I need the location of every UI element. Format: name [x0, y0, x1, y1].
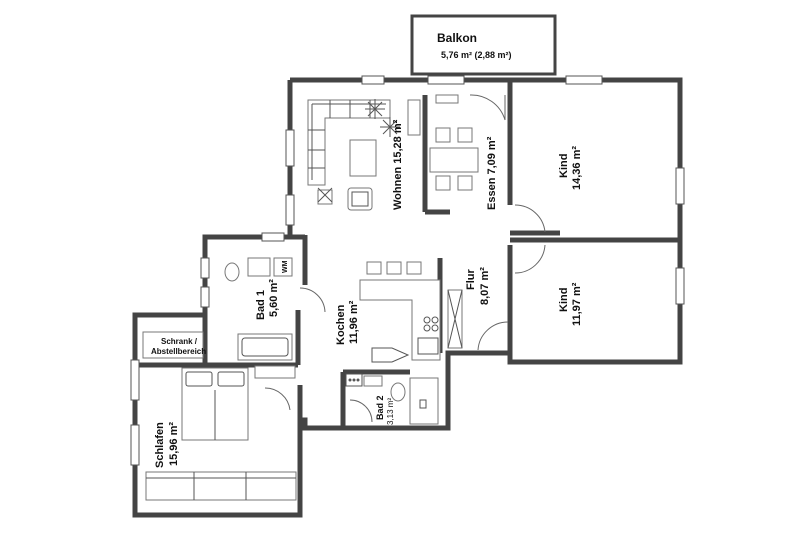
child-room-1-label-group: Kind 14,36 m²: [558, 146, 583, 190]
washing-machine-label: WM: [282, 260, 289, 273]
hallway-name: Flur: [465, 269, 477, 290]
bedroom-furniture: [142, 331, 297, 501]
balcony: [410, 14, 557, 76]
windows: [130, 75, 685, 466]
bathroom-1-fixtures: [224, 257, 293, 361]
child-room-2-label-group: Kind 11,97 m²: [558, 282, 583, 326]
living-room-label: Wohnen 15,28 m²: [392, 119, 404, 210]
doors: [264, 94, 546, 423]
hallway-area: 8,07 m²: [479, 267, 491, 305]
child-room-2-name: Kind: [558, 288, 570, 312]
kitchen-label-group: Kochen 11,96 m²: [335, 300, 360, 345]
living-furniture: [307, 99, 421, 211]
kitchen-name: Kochen: [335, 304, 347, 345]
bathroom-1-label-group: Bad 1 5,60 m²: [255, 279, 280, 320]
balcony-label-group: Balkon 5,76 m² (2,88 m²): [437, 31, 512, 60]
balcony-name: Balkon: [437, 31, 477, 45]
child-room-1-name: Kind: [558, 154, 570, 178]
bathroom-2-fixtures: [363, 375, 439, 425]
bedroom-name: Schlafen: [154, 422, 166, 468]
kitchen-furniture: [345, 261, 441, 387]
bedroom-area: 15,96 m²: [168, 422, 180, 466]
hall-cabinet: [447, 289, 463, 349]
hallway-label-group: Flur 8,07 m²: [465, 267, 491, 305]
child-room-1-area: 14,36 m²: [571, 146, 583, 190]
bedroom-label-group: Schlafen 15,96 m²: [154, 422, 180, 468]
balcony-area: 5,76 m² (2,88 m²): [441, 50, 512, 60]
dining-room-label: Essen 7,09 m²: [486, 136, 498, 210]
bathroom-2-name: Bad 2: [375, 395, 385, 420]
bathroom-1-area: 5,60 m²: [268, 279, 280, 317]
storage-name-line2: Abstellbereich: [151, 347, 206, 356]
storage-label-group: Schrank / Abstellbereich: [151, 337, 206, 356]
kitchen-area: 11,96 m²: [348, 300, 360, 344]
storage-name-line1: Schrank /: [161, 337, 198, 346]
bathroom-2-area: 3,13 m²: [386, 398, 395, 425]
child-room-2-area: 11,97 m²: [571, 282, 583, 326]
bathroom-1-name: Bad 1: [255, 290, 267, 320]
dining-furniture: [429, 94, 479, 191]
bathroom-2-label-group: Bad 2 3,13 m²: [375, 395, 395, 425]
